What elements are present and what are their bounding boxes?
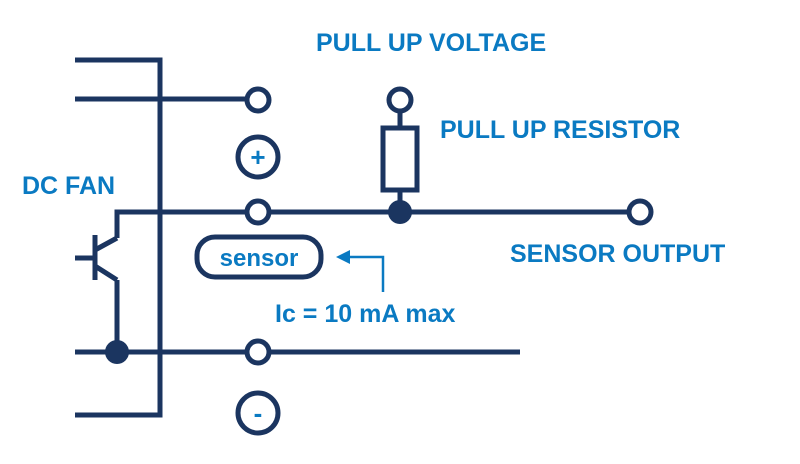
minus-circle: [235, 390, 281, 436]
sensor-output-label: SENSOR OUTPUT: [510, 240, 725, 268]
current-arrowhead: [336, 250, 350, 264]
transistor-emitter-lead: [93, 263, 119, 283]
minus-sign: -: [254, 398, 263, 428]
pull-up-voltage-terminal: [386, 86, 414, 114]
sensor-terminal: [244, 198, 272, 226]
pull-up-junction-dot: [388, 200, 412, 224]
pull-up-voltage-label: PULL UP VOLTAGE: [316, 29, 546, 57]
ground-terminal: [244, 338, 272, 366]
dc-fan-label: DC FAN: [22, 172, 115, 200]
plus-circle: [235, 134, 281, 180]
transistor-collector-lead: [93, 235, 119, 253]
ground-junction-dot: [105, 340, 129, 364]
supply-terminal: [244, 86, 272, 114]
current-arrow: [348, 255, 385, 292]
fan-body-outline: [75, 57, 163, 418]
sensor-label: sensor: [220, 245, 299, 272]
sensor-output-terminal: [626, 198, 654, 226]
pull-up-resistor-label: PULL UP RESISTOR: [440, 116, 680, 144]
pull-up-resistor: [380, 125, 420, 193]
current-limit-label: Ic = 10 mA max: [275, 300, 456, 328]
sensor-box: [194, 234, 324, 280]
plus-sign: +: [250, 142, 265, 172]
collector-wire: [114, 209, 248, 238]
